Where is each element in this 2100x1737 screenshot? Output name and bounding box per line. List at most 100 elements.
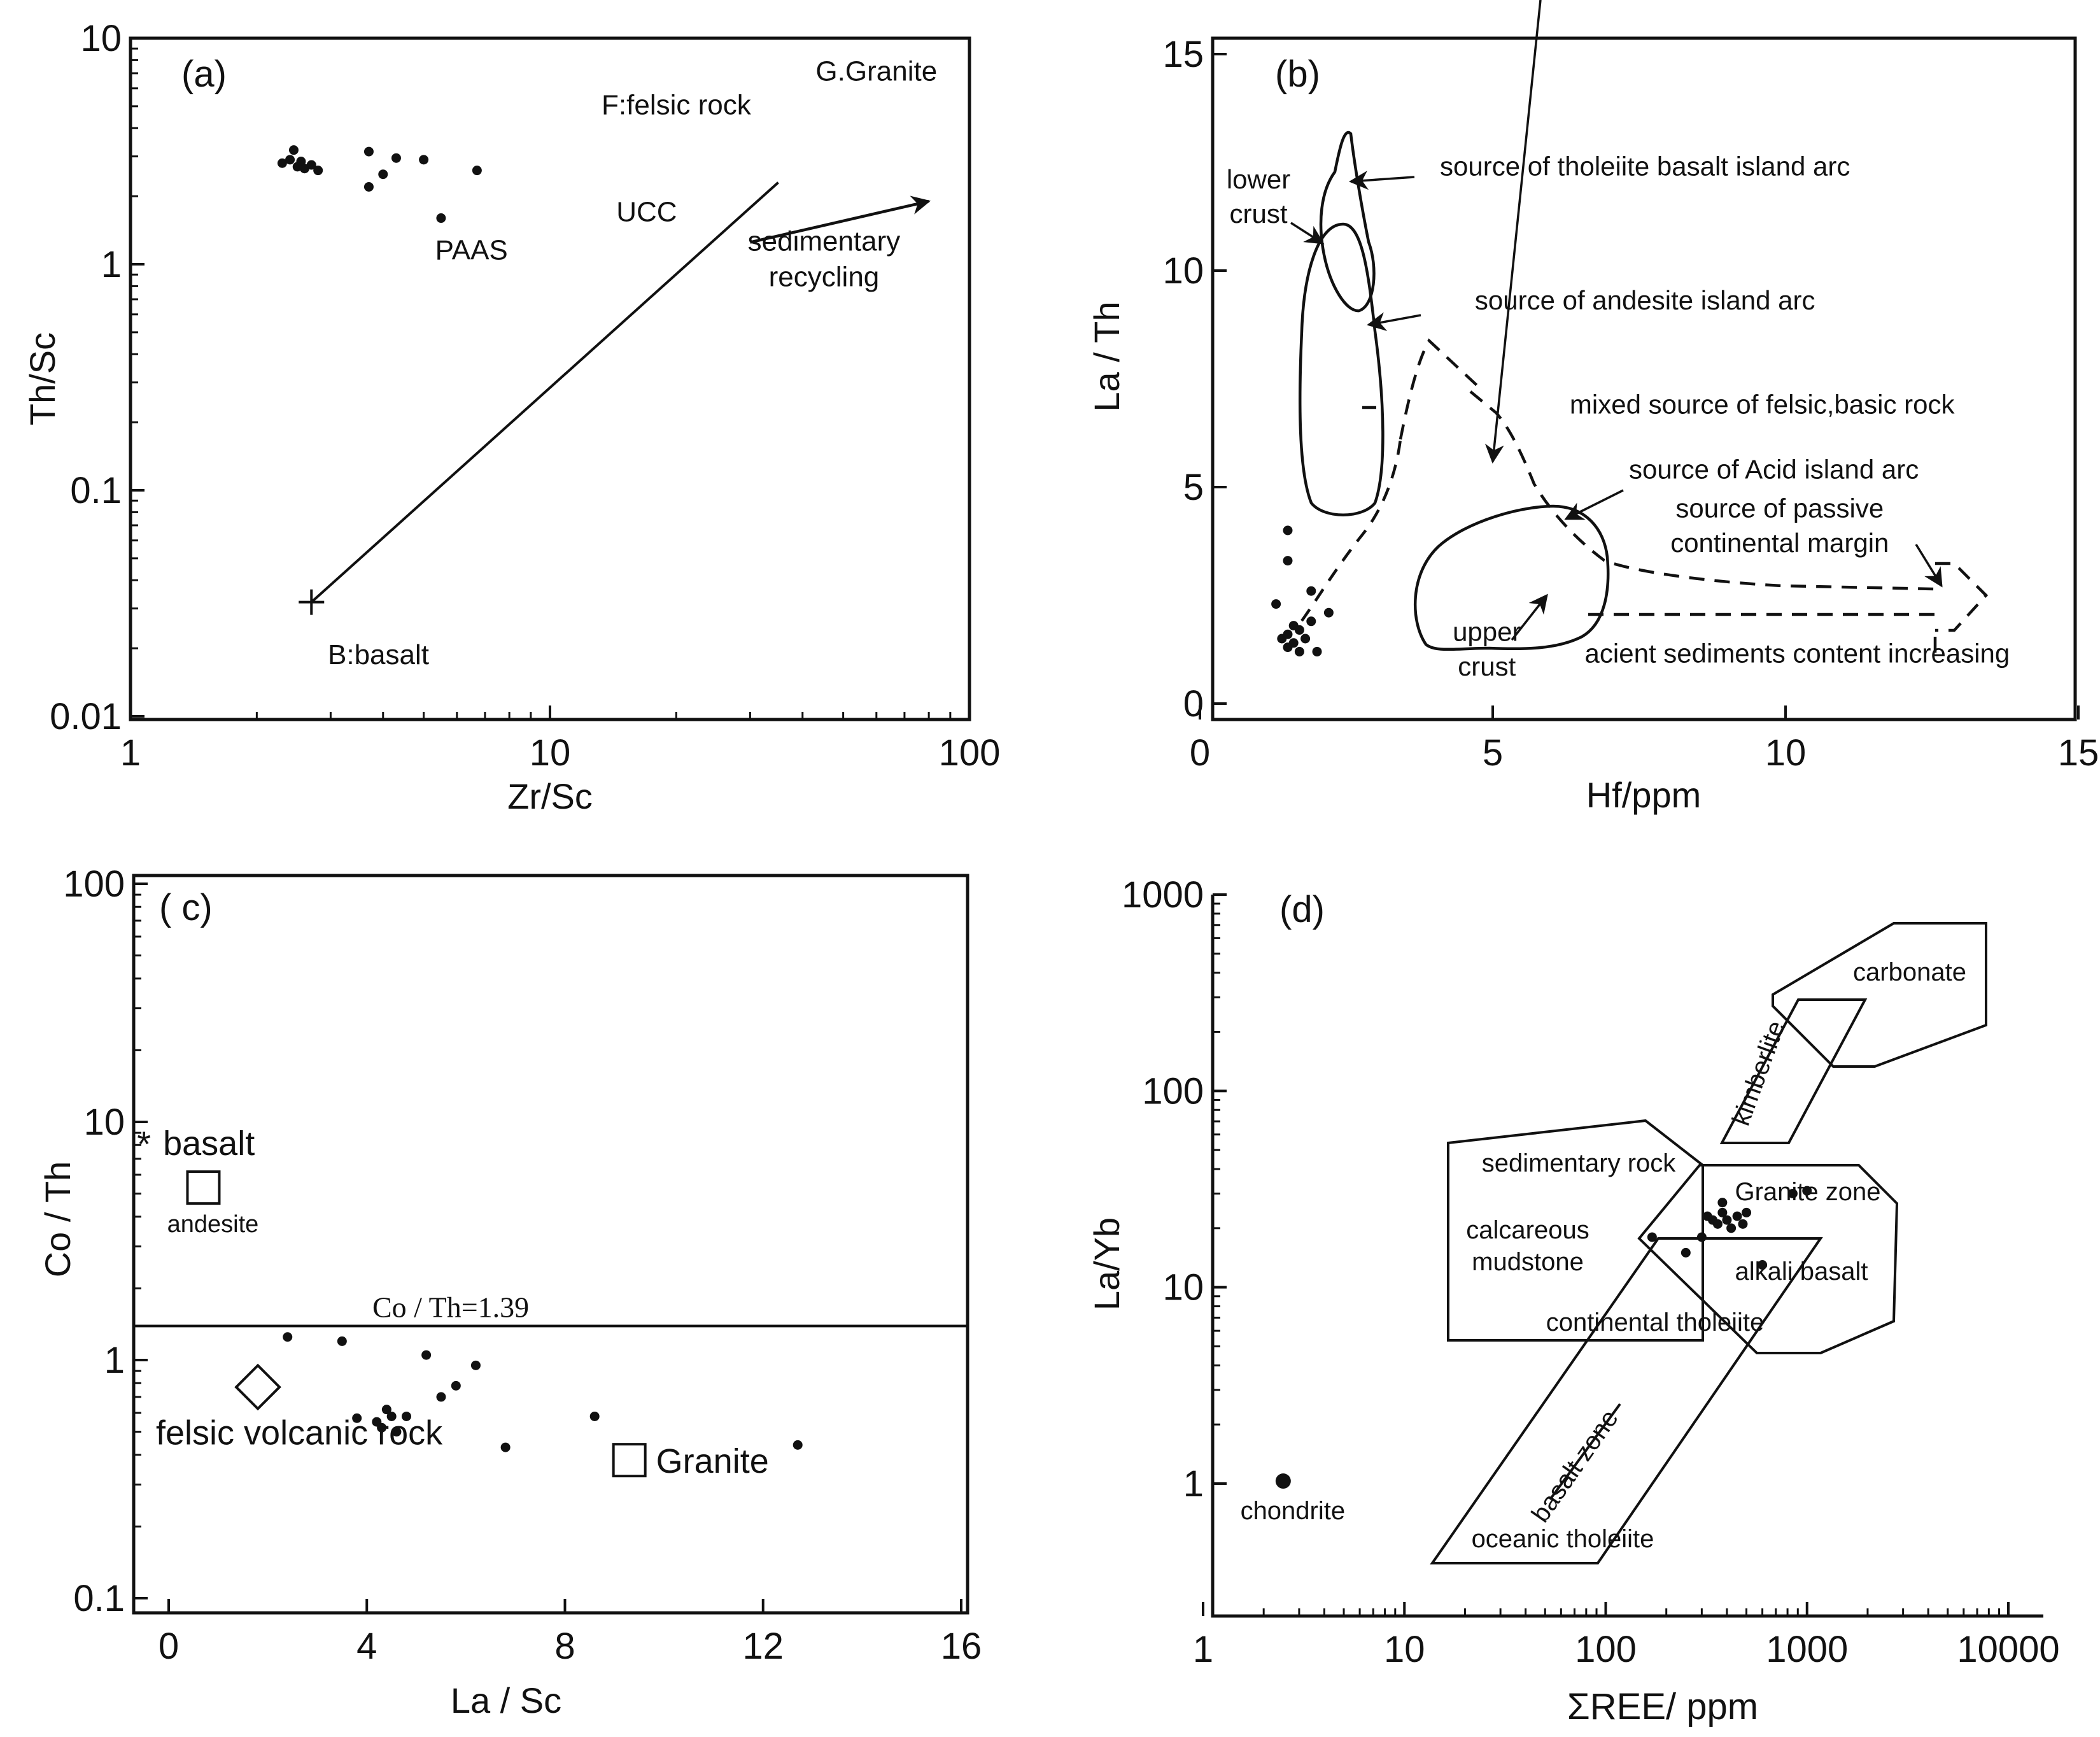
panel-d-points xyxy=(1647,1186,1812,1270)
sedimentary-recycling-arrow xyxy=(749,195,931,244)
y-tick-label: 10 xyxy=(80,18,122,59)
sample-point xyxy=(1283,556,1293,566)
annotation-label: continental margin xyxy=(1670,528,1889,558)
co-th-reference-label: Co / Th=1.39 xyxy=(372,1291,529,1324)
sample-point xyxy=(1312,646,1322,656)
panel-b-x-axis-title: Hf/ppm xyxy=(1586,775,1702,815)
sample-point xyxy=(386,1411,397,1421)
panel-c-frame xyxy=(132,874,969,1615)
y-tick-label: 0 xyxy=(1183,683,1204,725)
sample-point xyxy=(363,181,374,192)
field-label: oceanic tholeiite xyxy=(1472,1525,1654,1553)
annotation-label: B:basalt xyxy=(328,639,429,670)
callout-arrow-passive-margin xyxy=(1915,544,1943,588)
reference-square-marker xyxy=(186,1170,221,1205)
annotation-label: lower xyxy=(1227,164,1290,194)
x-tick-label: 100 xyxy=(939,732,1001,774)
annotation-label: acient sediments content increasing xyxy=(1585,638,2010,668)
panel-c-x-axis-title: La / Sc xyxy=(451,1680,561,1720)
field-label: basalt zone xyxy=(1526,1405,1624,1528)
sample-point xyxy=(1323,607,1334,618)
y-tick-label: 5 xyxy=(1183,467,1204,508)
annotation-label: source of tholeiite basalt island arc xyxy=(1440,151,1850,181)
y-tick-label: 0.1 xyxy=(73,1578,125,1619)
sample-point xyxy=(1306,616,1316,627)
panel-b-y-axis-title: La / Th xyxy=(1087,301,1127,411)
panel-d-label: (d) xyxy=(1279,889,1325,930)
panel-c-points xyxy=(283,1332,803,1452)
y-tick-label: 10 xyxy=(1162,250,1204,292)
basalt-endmember-cross xyxy=(299,589,325,615)
y-tick-label: 10 xyxy=(1162,1267,1204,1308)
sample-point xyxy=(1696,1232,1707,1242)
reference-label: felsic volcanic rock xyxy=(156,1414,443,1452)
annotation-label: source of Acid island arc xyxy=(1629,454,1919,484)
sample-point xyxy=(377,1422,387,1433)
panel-a-y-axis-title: Th/Sc xyxy=(22,332,62,425)
sample-point xyxy=(288,145,299,155)
sample-point xyxy=(1294,625,1304,635)
sample-point xyxy=(451,1380,461,1391)
y-tick-label: 0.1 xyxy=(70,470,122,511)
panel-a-points xyxy=(277,145,482,223)
annotation-label: PAAS xyxy=(435,234,508,266)
field-mixed-source-left-boundary xyxy=(1300,406,1402,622)
x-tick-label: 1 xyxy=(1193,1629,1213,1670)
annotation-label: crust xyxy=(1229,199,1287,229)
y-tick-label: 1 xyxy=(101,244,122,285)
panel-b-y-ticks: 0 5 10 15 xyxy=(1162,34,1227,725)
callout-arrow-tholeiite xyxy=(1349,171,1415,190)
panel-b-callout-arrows xyxy=(1290,0,1943,641)
sample-point xyxy=(1802,1186,1812,1196)
annotation-label: G.Granite xyxy=(815,55,937,87)
sample-point xyxy=(419,155,429,165)
chondrite-marker xyxy=(1275,1473,1291,1489)
sample-point xyxy=(1283,642,1293,653)
field-label: sedimentary rock xyxy=(1482,1149,1677,1177)
reference-label: Granite xyxy=(656,1442,769,1480)
sample-point xyxy=(1722,1215,1732,1225)
reference-label: andesite xyxy=(167,1211,259,1238)
sample-point xyxy=(381,1405,391,1415)
field-label: continental tholeiite xyxy=(1546,1308,1764,1336)
sample-point xyxy=(277,158,287,168)
sample-point xyxy=(1717,1198,1728,1208)
sample-point xyxy=(391,1427,402,1437)
y-tick-label: 15 xyxy=(1162,34,1204,75)
sample-point xyxy=(421,1350,432,1360)
sample-point xyxy=(470,1360,481,1370)
sample-point xyxy=(313,166,323,176)
annotation-label: upper xyxy=(1453,616,1521,646)
x-tick-label: 0 xyxy=(159,1626,179,1667)
y-tick-label: 1 xyxy=(104,1340,125,1381)
sample-point xyxy=(1732,1211,1742,1221)
field-sedimentary-rock xyxy=(1447,1119,1704,1342)
sample-point xyxy=(306,160,316,170)
field-carbonate xyxy=(1772,922,1987,1068)
sample-point xyxy=(1712,1219,1723,1229)
callout-arrow-andesite xyxy=(1367,312,1421,331)
sample-point xyxy=(1726,1223,1737,1233)
sample-point xyxy=(352,1413,362,1423)
annotation-label: F:felsic rock xyxy=(602,90,752,121)
x-tick-label: 5 xyxy=(1483,732,1503,774)
x-tick-label: 10 xyxy=(1765,732,1807,774)
sample-point xyxy=(436,213,446,223)
x-tick-label: 15 xyxy=(2058,732,2099,774)
x-tick-label: 10 xyxy=(1384,1629,1425,1670)
chondrite-label: chondrite xyxy=(1241,1497,1346,1525)
panel-a-x-axis-title: Zr/Sc xyxy=(507,776,593,816)
sample-point xyxy=(296,157,306,167)
annotation-label: UCC xyxy=(616,196,677,227)
sample-point xyxy=(337,1336,347,1346)
